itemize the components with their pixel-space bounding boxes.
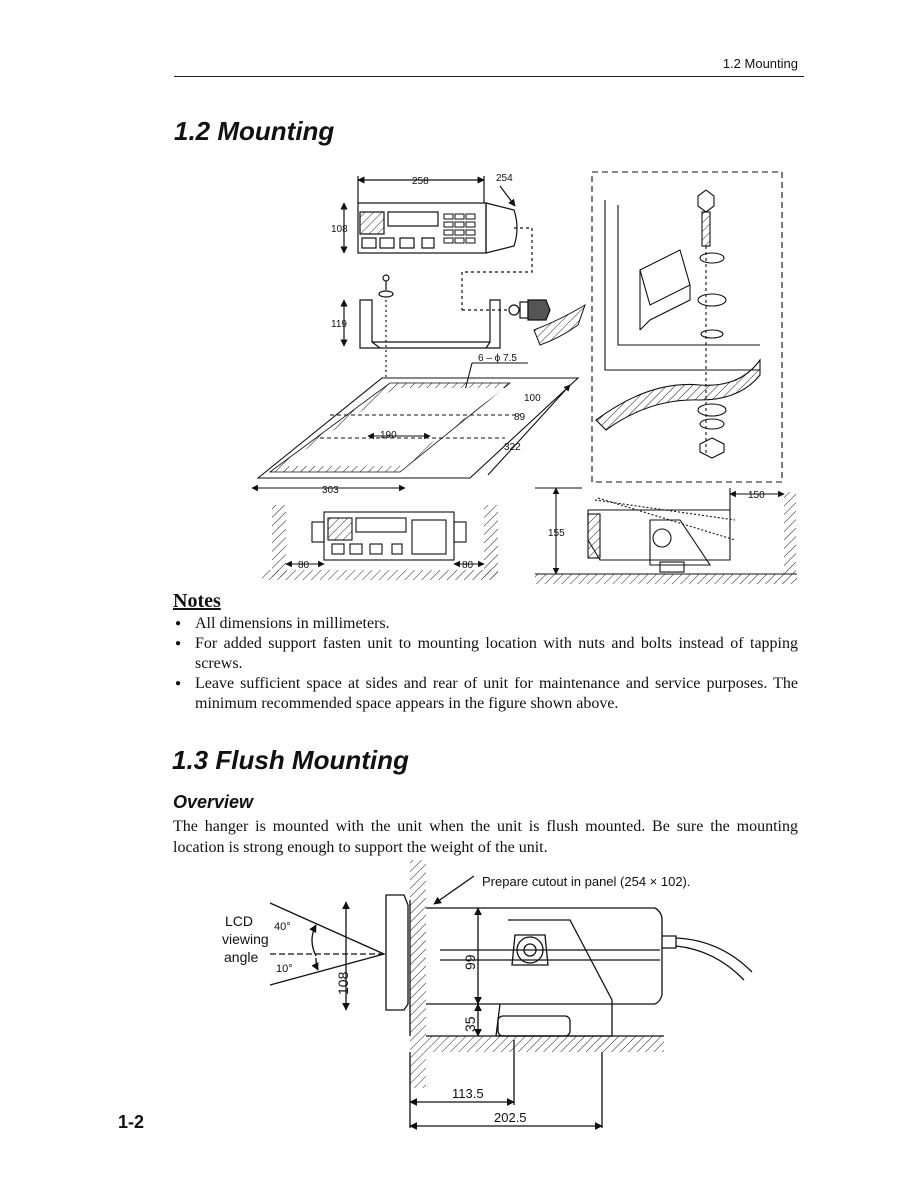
dim-119: 119: [331, 319, 347, 330]
note-item: Leave sufficient space at sides and rear…: [173, 674, 798, 714]
notes-heading: Notes: [173, 590, 221, 612]
lcd-label-line1: LCD: [225, 913, 253, 929]
lcd-label-line3: angle: [224, 949, 258, 965]
dim-190: 190: [380, 430, 397, 441]
header-rule: [174, 76, 804, 77]
dim-155: 155: [548, 528, 565, 539]
dim-258: 258: [412, 176, 429, 187]
rear-clearance: [535, 487, 797, 584]
dim-89: 89: [514, 412, 526, 423]
section-title-flush-mounting: 1.3 Flush Mounting: [172, 745, 409, 775]
dim-99-vertical: 99: [462, 954, 478, 970]
running-head: 1.2 Mounting: [722, 56, 798, 71]
overview-heading: Overview: [173, 792, 254, 812]
dim-80-right: 80: [462, 560, 474, 571]
dim-108: 108: [331, 224, 348, 235]
dim-303: 303: [322, 485, 339, 496]
dim-holes: 6 – ϕ 7.5: [478, 353, 517, 364]
dim-113-5: 113.5: [452, 1086, 484, 1101]
lcd-label-line2: viewing: [222, 931, 269, 947]
dim-150: 150: [748, 490, 765, 501]
side-clearance: [262, 505, 498, 580]
overview-paragraph: The hanger is mounted with the unit when…: [173, 818, 798, 856]
note-item: For added support fasten unit to mountin…: [173, 634, 798, 674]
dim-322: 322: [504, 442, 521, 453]
note-item: All dimensions in millimeters.: [173, 614, 798, 634]
cutout-note: Prepare cutout in panel (254 × 102).: [482, 874, 691, 889]
mounting-bracket: [340, 274, 551, 380]
angle-10: 10°: [276, 963, 293, 975]
dim-80-left: 80: [298, 560, 310, 571]
notes-list: All dimensions in millimeters. For added…: [173, 614, 798, 714]
dim-108-vertical: 108: [335, 971, 351, 995]
flush-mount-figure: [269, 860, 753, 1130]
bolt-detail: [591, 171, 783, 483]
section-title-mounting: 1.2 Mounting: [174, 116, 335, 146]
dim-254: 254: [496, 173, 513, 184]
unit-front-view: [340, 176, 533, 310]
page-number: 1-2: [118, 1112, 145, 1132]
dim-35-vertical: 35: [462, 1016, 478, 1032]
dim-100: 100: [524, 393, 541, 404]
mounting-template: [251, 362, 580, 492]
angle-40: 40°: [274, 921, 291, 933]
callout-arrow: [533, 303, 586, 346]
dim-202-5: 202.5: [494, 1110, 527, 1125]
